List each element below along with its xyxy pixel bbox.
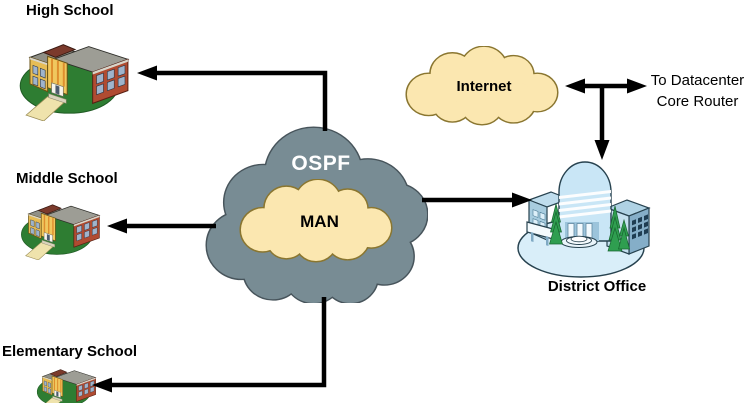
district-office-label: District Office (547, 278, 647, 295)
man-cloud-label: MAN (300, 212, 339, 231)
datacenter-note-line1: To Datacenter (650, 72, 745, 89)
district-office-building-icon (515, 150, 655, 280)
middle-school-building-icon (20, 192, 105, 260)
internet-cloud-label: Internet (456, 78, 512, 95)
high-school-building-icon (18, 27, 136, 121)
arrowhead-to-high-school (137, 65, 157, 81)
link-ospf-middle-school (107, 218, 216, 234)
link-ospf-high-school (137, 65, 328, 131)
elementary-school-building-icon (36, 360, 100, 403)
middle-school-label: Middle School (16, 170, 118, 187)
elementary-school-label: Elementary School (2, 343, 138, 360)
arrowhead-to-internet (565, 78, 585, 94)
link-datacenter-district-office (594, 86, 610, 160)
ospf-cloud-label: OSPF (291, 152, 351, 175)
arrowhead-to-middle-school (107, 218, 127, 234)
link-internet-datacenter (565, 78, 647, 94)
datacenter-note-line2: Core Router (656, 93, 739, 110)
arrowhead-to-datacenter-note (627, 78, 647, 94)
high-school-label: High School (26, 2, 114, 19)
datacenter-note: To Datacenter Core Router (648, 70, 747, 112)
